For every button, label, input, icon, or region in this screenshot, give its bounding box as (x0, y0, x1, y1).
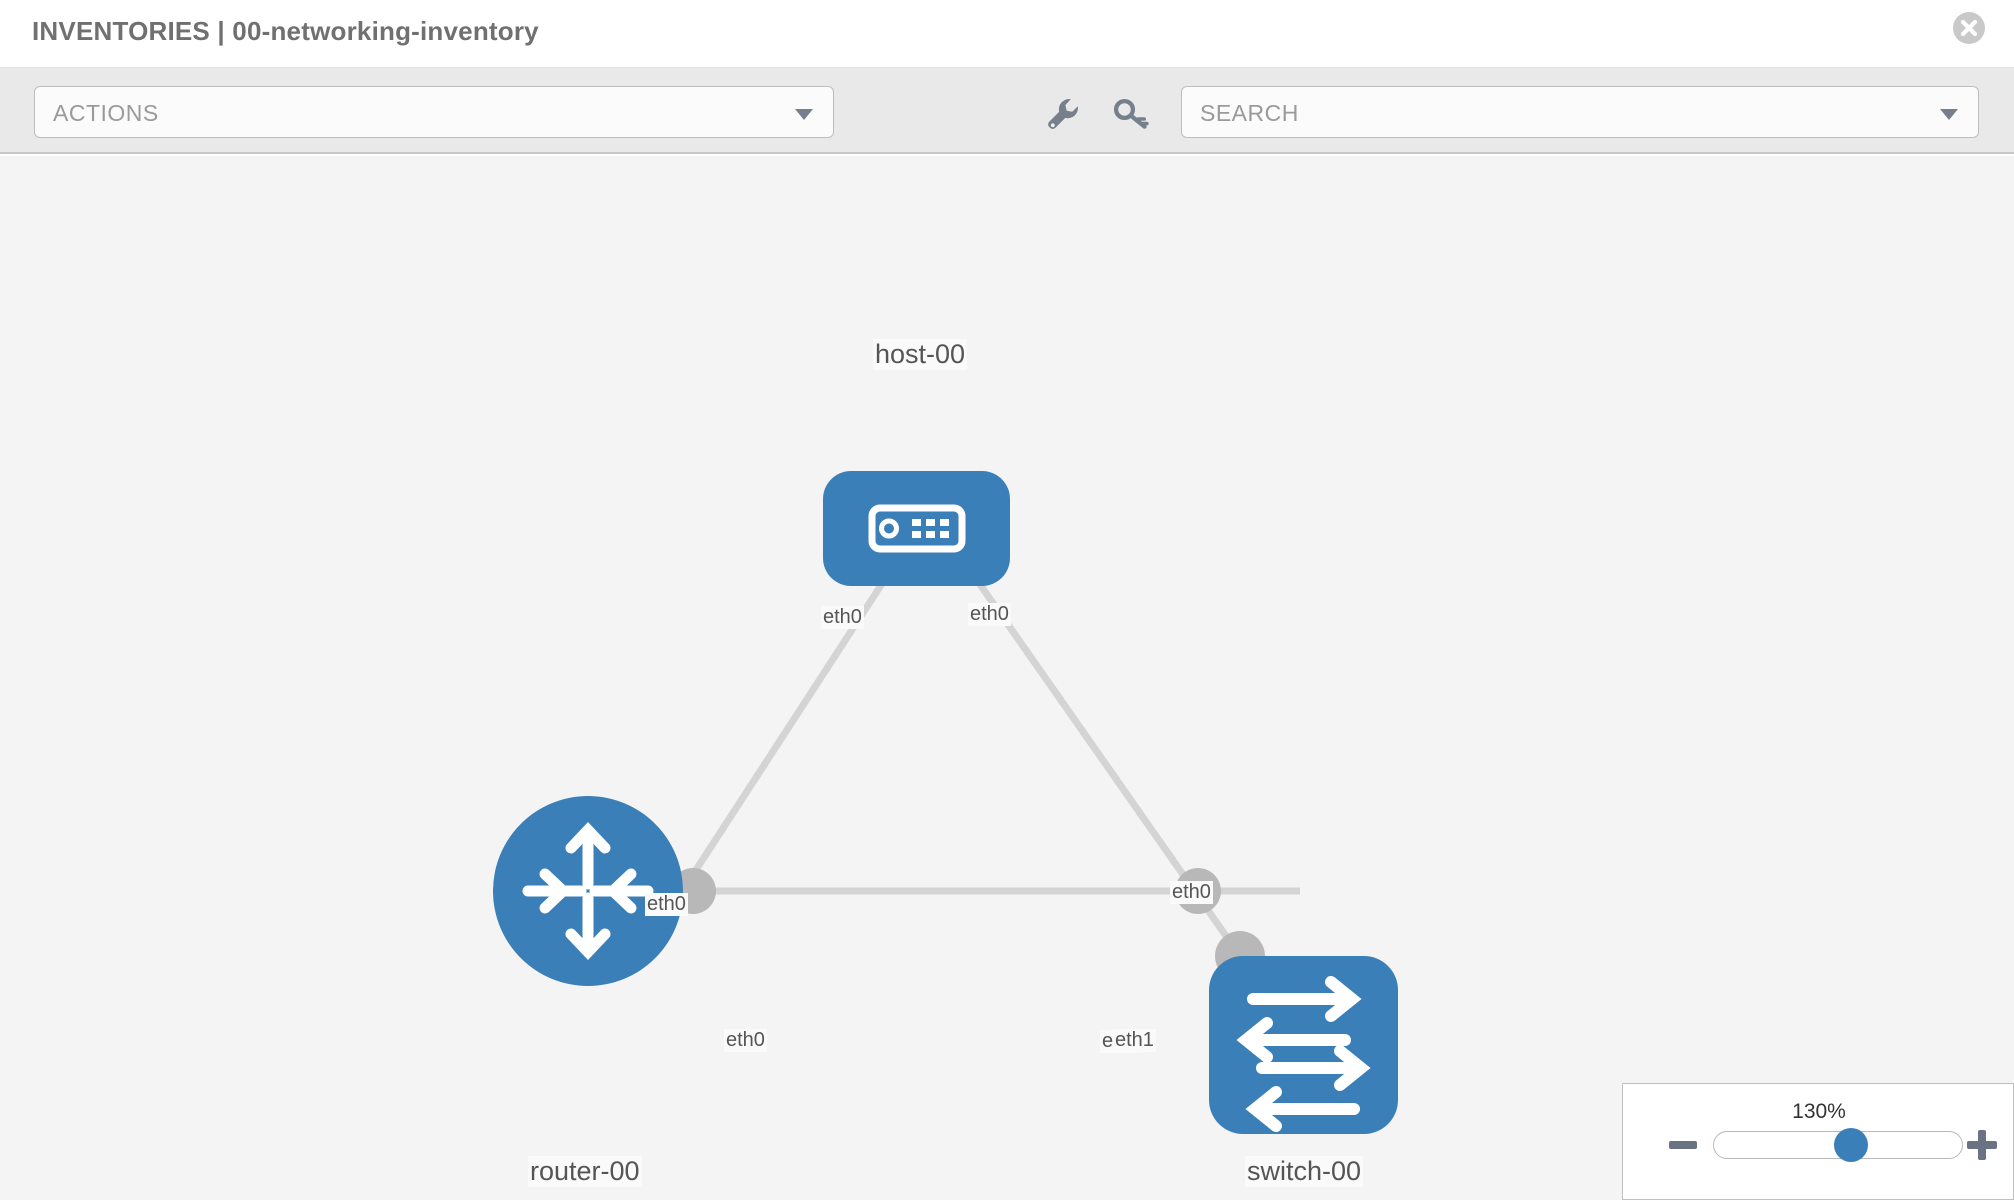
zoom-control-panel: 130% (1622, 1083, 2014, 1200)
topology-graph (493, 471, 1398, 1134)
wrench-icon[interactable] (1043, 94, 1083, 134)
plus-icon[interactable] (1967, 1130, 1997, 1160)
search-placeholder: SEARCH (1200, 100, 1299, 126)
minus-icon[interactable] (1669, 1141, 1697, 1149)
chevron-down-icon (795, 109, 813, 120)
iface-label-host-left-eth0: eth0 (821, 606, 864, 629)
server-icon (868, 504, 966, 553)
node-label-router-00: router-00 (528, 1156, 642, 1187)
actions-dropdown[interactable]: ACTIONS (34, 86, 834, 138)
page-title: INVENTORIES | 00-networking-inventory (32, 16, 539, 46)
search-input[interactable]: SEARCH (1181, 86, 1979, 138)
zoom-slider-thumb[interactable] (1834, 1128, 1868, 1162)
iface-label-switch-up-eth0: eth0 (1170, 881, 1213, 904)
node-host-00[interactable] (823, 471, 1010, 586)
toolbar: ACTIONS SEARCH (0, 68, 2014, 154)
key-icon[interactable] (1111, 94, 1151, 134)
node-router-00[interactable] (493, 796, 683, 986)
page-header: INVENTORIES | 00-networking-inventory (0, 0, 2014, 68)
node-label-switch-00: switch-00 (1245, 1156, 1364, 1187)
iface-label-host-right-eth0: eth0 (968, 603, 1011, 626)
node-label-host-00: host-00 (873, 339, 968, 370)
close-icon[interactable] (1952, 11, 1986, 45)
topology-canvas[interactable]: host-00 router-00 switch-00 eth0 eth0 et… (0, 156, 2014, 1200)
iface-label-router-right-eth0: eth0 (724, 1029, 767, 1052)
iface-label-switch-left-eth1: eth1 (1113, 1029, 1156, 1052)
iface-label-router-up-eth0: eth0 (645, 893, 688, 916)
actions-dropdown-label: ACTIONS (53, 100, 159, 126)
node-switch-00[interactable] (1209, 956, 1398, 1134)
zoom-level-value: 130% (1792, 1100, 1846, 1123)
chevron-down-icon[interactable] (1940, 109, 1958, 120)
router-icon (522, 821, 654, 961)
switch-icon (1236, 976, 1371, 1132)
